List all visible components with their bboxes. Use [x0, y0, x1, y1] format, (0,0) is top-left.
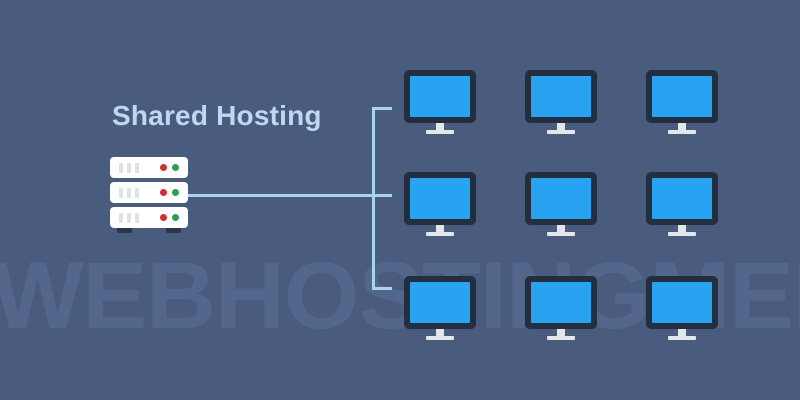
monitor-stand-base [426, 336, 454, 340]
monitor-stand-neck [678, 329, 686, 336]
monitor-stand-base [668, 232, 696, 236]
monitor-stand-neck [557, 123, 565, 130]
connector-branch-row-1 [372, 107, 392, 110]
monitor-bezel [646, 172, 718, 225]
connector-trunk-line [188, 194, 374, 197]
server-unit-1-slots [119, 163, 139, 173]
server-unit-3-slots [119, 213, 139, 223]
monitor-stand-neck [436, 123, 444, 130]
monitor-screen [531, 178, 591, 219]
connector-branch-row-3 [372, 287, 392, 290]
monitor-bezel [646, 70, 718, 123]
client-monitor-1[interactable] [404, 70, 476, 134]
monitor-bezel [404, 70, 476, 123]
server-slot [135, 163, 139, 173]
monitor-stand-base [547, 336, 575, 340]
client-monitor-3[interactable] [646, 70, 718, 134]
connector-branch-row-2 [372, 194, 392, 197]
server-slot [119, 188, 123, 198]
server-unit-2 [110, 182, 188, 203]
server-slot [127, 188, 131, 198]
page-title: Shared Hosting [112, 100, 322, 131]
monitor-screen [652, 76, 712, 117]
client-monitor-6[interactable] [646, 172, 718, 236]
server-slot [119, 163, 123, 173]
client-monitor-2[interactable] [525, 70, 597, 134]
monitor-stand-neck [436, 225, 444, 232]
client-monitor-8[interactable] [525, 276, 597, 340]
server-foot-left [117, 228, 132, 233]
monitor-stand-base [547, 130, 575, 134]
monitor-screen [531, 76, 591, 117]
server-icon [110, 157, 188, 233]
monitor-stand-base [426, 232, 454, 236]
server-slot [127, 213, 131, 223]
monitor-stand-neck [557, 225, 565, 232]
client-monitor-4[interactable] [404, 172, 476, 236]
server-slot [127, 163, 131, 173]
client-monitor-5[interactable] [525, 172, 597, 236]
monitor-screen [652, 178, 712, 219]
server-unit-1 [110, 157, 188, 178]
monitor-stand-neck [678, 123, 686, 130]
monitor-screen [652, 282, 712, 323]
monitor-screen [410, 178, 470, 219]
monitor-stand-base [668, 130, 696, 134]
monitor-bezel [525, 172, 597, 225]
server-unit-3 [110, 207, 188, 228]
server-foot-right [166, 228, 181, 233]
server-led-red [160, 214, 167, 221]
monitor-bezel [525, 276, 597, 329]
monitor-screen [410, 76, 470, 117]
monitor-bezel [646, 276, 718, 329]
server-led-red [160, 164, 167, 171]
monitor-screen [410, 282, 470, 323]
server-slot [135, 213, 139, 223]
server-unit-2-slots [119, 188, 139, 198]
server-led-green [172, 189, 179, 196]
server-led-green [172, 164, 179, 171]
monitor-stand-neck [678, 225, 686, 232]
client-monitor-9[interactable] [646, 276, 718, 340]
server-slot [119, 213, 123, 223]
monitor-stand-base [668, 336, 696, 340]
monitor-bezel [404, 276, 476, 329]
monitor-stand-neck [436, 329, 444, 336]
server-slot [135, 188, 139, 198]
client-monitor-7[interactable] [404, 276, 476, 340]
monitor-screen [531, 282, 591, 323]
monitor-bezel [404, 172, 476, 225]
server-led-red [160, 189, 167, 196]
monitor-stand-base [547, 232, 575, 236]
connector-bus-line [372, 107, 375, 290]
monitor-bezel [525, 70, 597, 123]
monitor-stand-base [426, 130, 454, 134]
monitor-stand-neck [557, 329, 565, 336]
server-led-green [172, 214, 179, 221]
